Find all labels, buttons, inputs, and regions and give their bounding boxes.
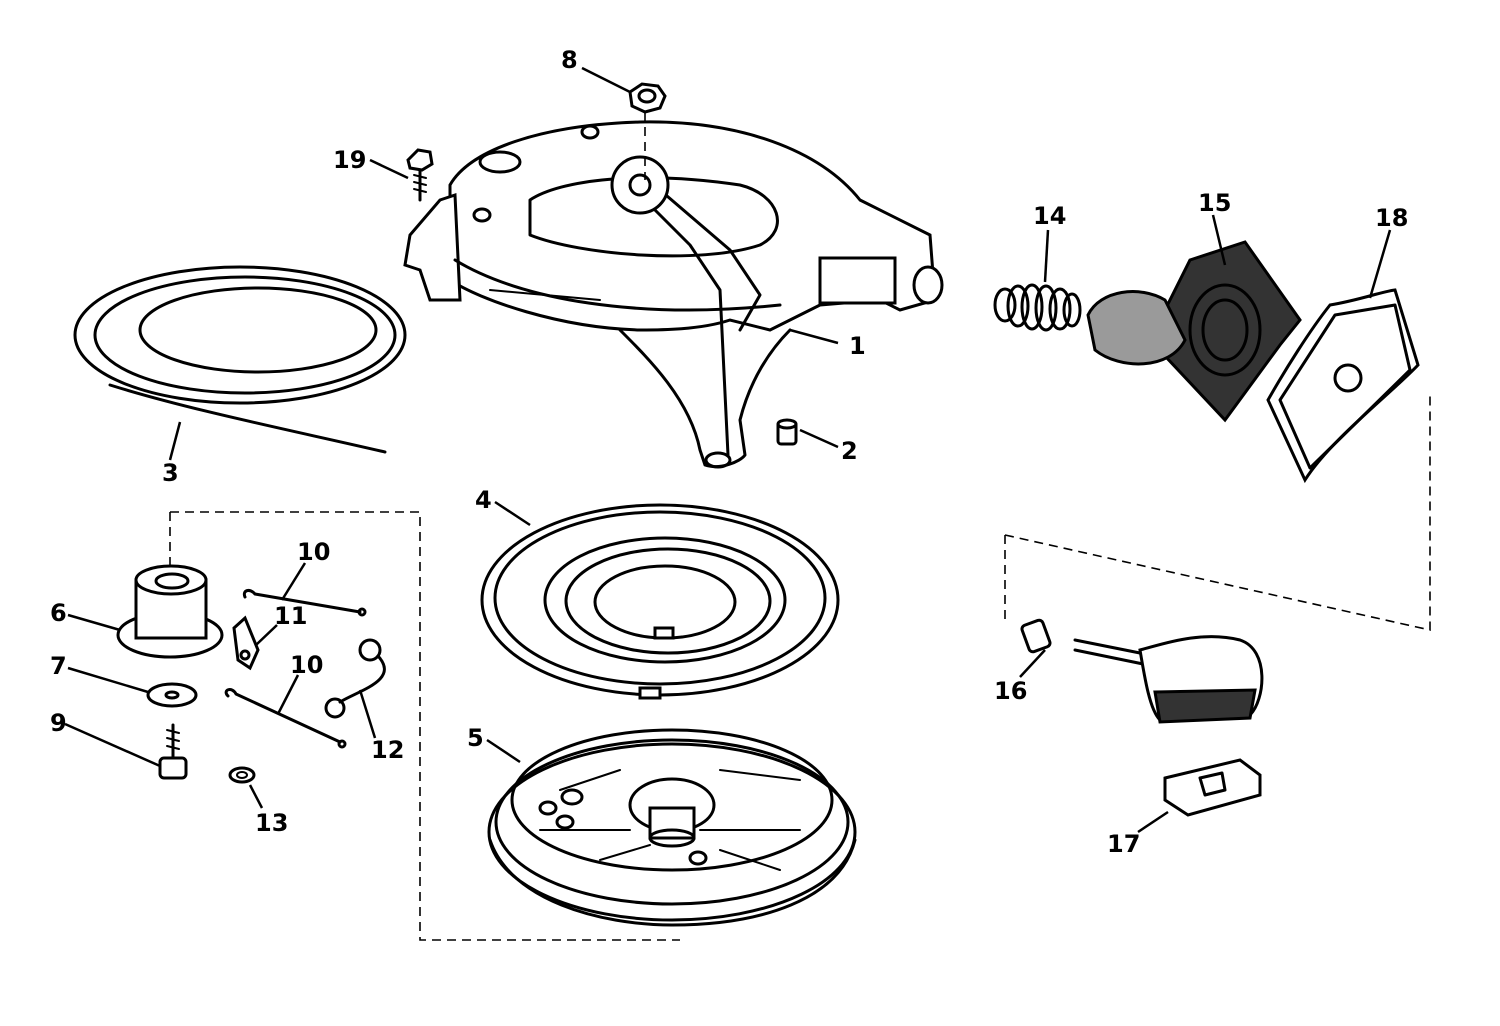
label-8: 8 [561,46,578,74]
part-6-hub [116,564,224,659]
label-18: 18 [1375,204,1408,232]
part-labels: 1 2 3 4 5 6 7 8 9 10 10 11 12 13 14 15 1… [50,46,1408,858]
label-15: 15 [1198,189,1231,217]
label-9: 9 [50,709,67,737]
label-1: 1 [849,332,866,360]
part-12-spring-clip [324,638,386,719]
label-14: 14 [1033,202,1066,230]
leader-lines [64,66,1392,834]
label-5: 5 [467,724,484,752]
label-7: 7 [50,652,67,680]
label-10-upper: 10 [297,538,330,566]
dashed-group-lines [169,112,1431,941]
label-3: 3 [162,459,179,487]
label-12: 12 [371,736,404,764]
part-19-screw [406,148,434,202]
part-17-anchor [1163,758,1262,817]
part-15-rope-guide [1086,240,1302,423]
part-2-screw [776,418,798,446]
part-3-rope [73,265,407,454]
part-10-link-lower [224,688,347,749]
label-19: 19 [333,146,366,174]
label-10-lower: 10 [290,651,323,679]
label-6: 6 [50,599,67,627]
part-8-nut [628,82,667,114]
part-13-retainer [228,766,256,784]
part-9-screw [158,723,188,780]
label-16: 16 [994,677,1027,705]
part-18-plate [1266,288,1420,484]
part-5-pulley [487,728,857,927]
label-17: 17 [1107,830,1140,858]
part-14-spring [993,283,1082,332]
part-10-link-upper [242,588,367,617]
part-1-starter-housing [403,120,944,469]
label-13: 13 [255,809,288,837]
label-2: 2 [841,437,858,465]
label-4: 4 [475,486,492,514]
part-16-handle [1020,618,1264,724]
label-11: 11 [274,602,307,630]
part-7-washer [146,682,198,708]
part-11-pawl [232,615,260,671]
part-4-rewind-spring [480,503,840,700]
